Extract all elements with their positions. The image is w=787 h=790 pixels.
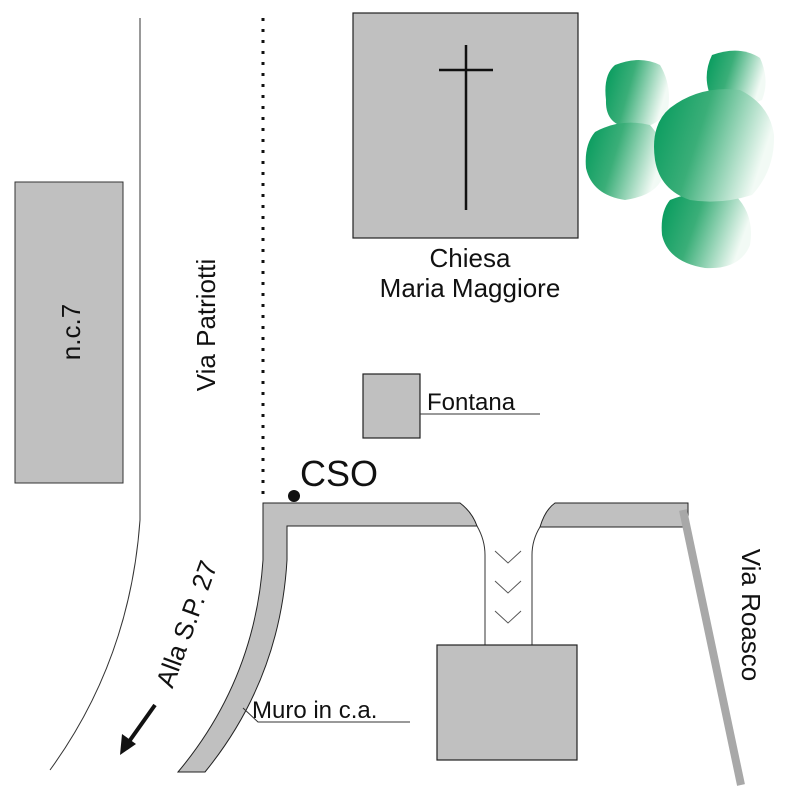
basin [436,644,578,761]
cso-label: CSO [300,453,378,494]
arrow-icon [120,703,157,755]
channel-edge-right [531,526,541,645]
building-nc7 [14,181,124,484]
tree-icon [654,89,775,202]
building-label: n.c.7 [56,304,86,360]
street-label-patriotti: Via Patriotti [191,259,221,391]
tree-icon [585,122,665,200]
fountain-label: Fontana [427,389,516,416]
cross-icon [439,45,493,210]
road-roasco [679,509,745,786]
concrete-wall-right [539,502,689,528]
chevron-down-icon [494,580,522,594]
wall-label: Muro in c.a. [252,697,377,724]
trees [585,50,775,269]
road-edge-left [49,18,141,771]
fountain [362,373,421,439]
church-label-line2: Maria Maggiore [380,273,561,303]
cso-point [288,490,300,502]
wall-leader [242,707,410,723]
street-label-roasco: Via Roasco [736,549,766,682]
channel-edge-left [476,525,486,645]
direction-label: Alla S.P. 27 [150,557,224,692]
church-label-line1: Chiesa [430,243,511,273]
tree-icon [605,60,669,129]
concrete-wall-left [176,502,478,773]
chevron-down-icon [494,550,522,564]
tree-icon [661,192,751,269]
chevron-down-icon [494,610,522,624]
flow-direction-chevrons [494,550,522,624]
